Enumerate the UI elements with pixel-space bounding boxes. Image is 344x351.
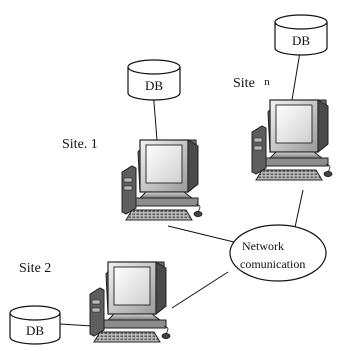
db-label-site2: DB (26, 323, 44, 338)
network-label-line1: Network (242, 239, 284, 253)
site-label-siten-text: Site (233, 76, 255, 91)
network-node: Network comunication (229, 224, 327, 282)
database-icon-site1: DB (127, 59, 181, 101)
link-siten-network (293, 189, 304, 233)
computer-icon-site1 (121, 139, 203, 221)
db-label-siten: DB (292, 33, 310, 48)
computer-icon-site2 (89, 261, 171, 343)
link-site1-network (167, 225, 239, 244)
computer-icon-siten (251, 99, 333, 181)
site-label-siten-suffix: n (264, 76, 270, 88)
site-label-site1: Site. 1 (62, 137, 98, 152)
link-db2-site2 (59, 323, 93, 327)
site-label-siten: Site n (233, 77, 270, 91)
database-icon-site2: DB (9, 305, 61, 345)
link-dbn-siten (291, 51, 301, 101)
db-label-site1: DB (145, 78, 163, 93)
link-site2-network (171, 271, 229, 309)
site-label-site2: Site 2 (19, 261, 52, 276)
network-label-line2: comunication (240, 257, 305, 271)
database-icon-siten: DB (274, 14, 328, 56)
